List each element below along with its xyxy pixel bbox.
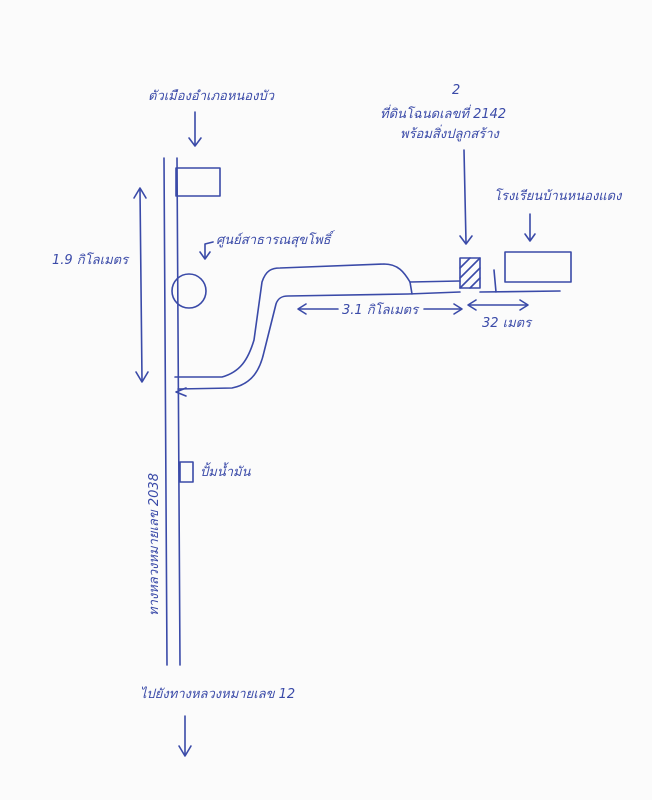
junction-arrow	[175, 387, 187, 397]
mid-distance-arrow	[297, 303, 463, 315]
short-distance-arrow	[467, 299, 529, 311]
left-distance-arrow	[133, 187, 149, 383]
destination-label-1: ที่ดินโฉนดเลขที่ 2142	[380, 104, 506, 122]
short-distance-label: 32 เมตร	[482, 316, 533, 331]
arrow-to-school	[524, 213, 536, 242]
main-highway-road	[163, 157, 181, 666]
town-label: ตัวเมืองอำเภอหนองบัว	[148, 89, 275, 104]
school-label: โรงเรียนบ้านหนองแดง	[494, 188, 623, 204]
destination-plot	[459, 257, 481, 289]
gas-station-label: ปั้มน้ำมัน	[200, 462, 252, 480]
destination-label-2: พร้อมสิ่งปลูกสร้าง	[400, 124, 501, 142]
plot-number-label: 2	[452, 83, 460, 98]
left-distance-label: 1.9 กิโลเมตร	[52, 252, 130, 268]
arrow-to-destination	[459, 149, 473, 245]
arrow-down-bottom	[178, 715, 192, 757]
arrow-to-town	[188, 111, 202, 147]
mid-distance-label: 3.1 กิโลเมตร	[342, 302, 420, 318]
branch-road	[174, 263, 561, 390]
health-center-label: ศูนย์สาธารณสุขโพธิ์	[216, 230, 335, 248]
town-building	[175, 167, 221, 197]
arrow-to-health-center	[199, 241, 214, 260]
gas-station-box	[179, 461, 194, 483]
school-building	[504, 251, 572, 283]
highway-label: ทางหลวงหมายเลข 2038	[147, 473, 162, 616]
health-center-circle	[171, 273, 207, 309]
bottom-destination-label: ไปยังทางหลวงหมายเลข 12	[140, 686, 295, 702]
